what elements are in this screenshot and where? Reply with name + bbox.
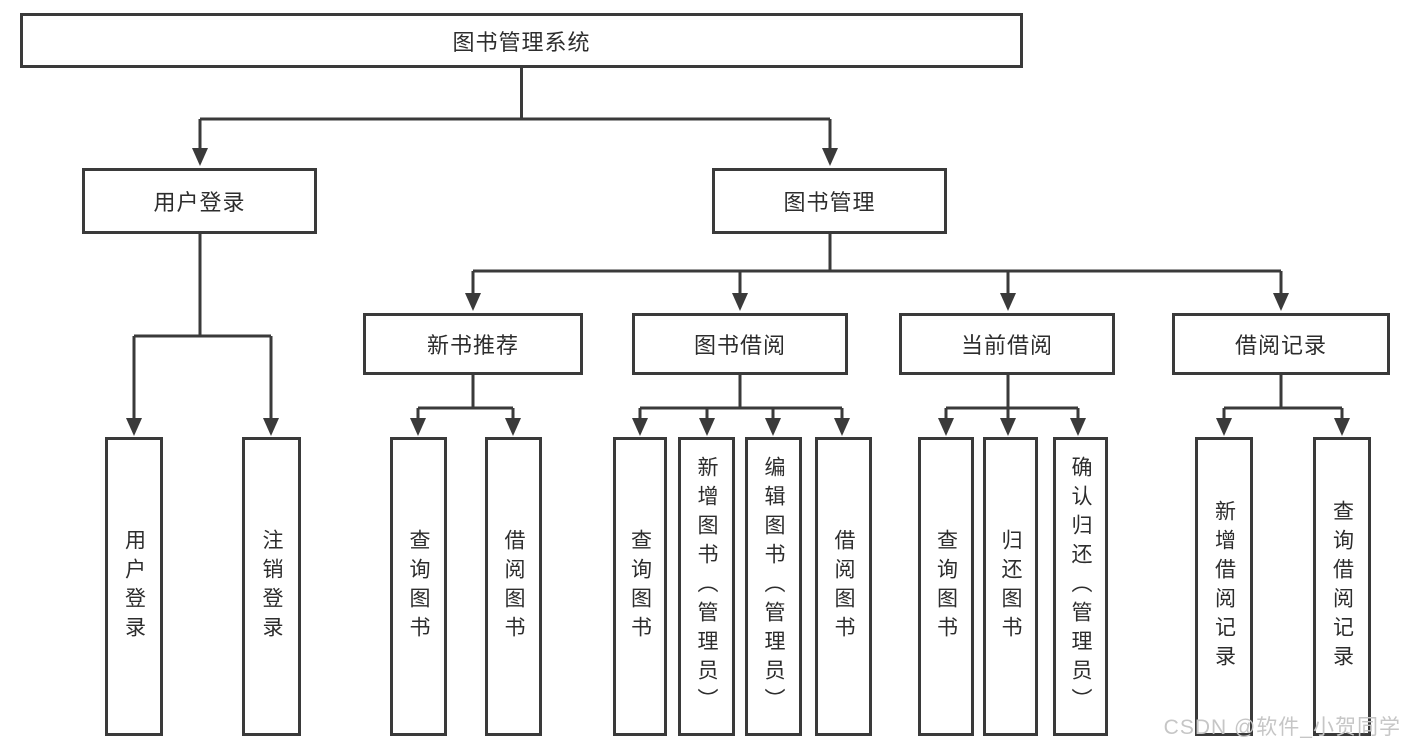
watermark: CSDN @软件_小贺同学: [1163, 716, 1401, 739]
node-user-login: 用户登录: [82, 168, 317, 234]
leaf-query-borrow-record: 查询借阅记录: [1313, 437, 1371, 736]
leaf-confirm-return-admin: 确认归还（管理员）: [1053, 437, 1108, 736]
leaf-query-books-recommend: 查询图书: [390, 437, 447, 736]
leaf-borrow-books-recommend: 借阅图书: [485, 437, 542, 736]
leaf-add-books-admin: 新增图书（管理员）: [678, 437, 735, 736]
leaf-user-login: 用户登录: [105, 437, 163, 736]
leaf-query-books: 查询图书: [613, 437, 667, 736]
node-new-book-recommend: 新书推荐: [363, 313, 583, 375]
node-book-borrow: 图书借阅: [632, 313, 848, 375]
leaf-query-current-books: 查询图书: [918, 437, 974, 736]
leaf-edit-books-admin: 编辑图书（管理员）: [745, 437, 802, 736]
arrowhead-icons: [126, 148, 1350, 436]
leaf-logout: 注销登录: [242, 437, 301, 736]
node-book-management: 图书管理: [712, 168, 947, 234]
leaf-add-borrow-record: 新增借阅记录: [1195, 437, 1253, 736]
leaf-return-books: 归还图书: [983, 437, 1038, 736]
node-current-borrow: 当前借阅: [899, 313, 1115, 375]
leaf-borrow-books: 借阅图书: [815, 437, 872, 736]
node-borrow-records: 借阅记录: [1172, 313, 1390, 375]
node-library-system: 图书管理系统: [20, 13, 1023, 68]
